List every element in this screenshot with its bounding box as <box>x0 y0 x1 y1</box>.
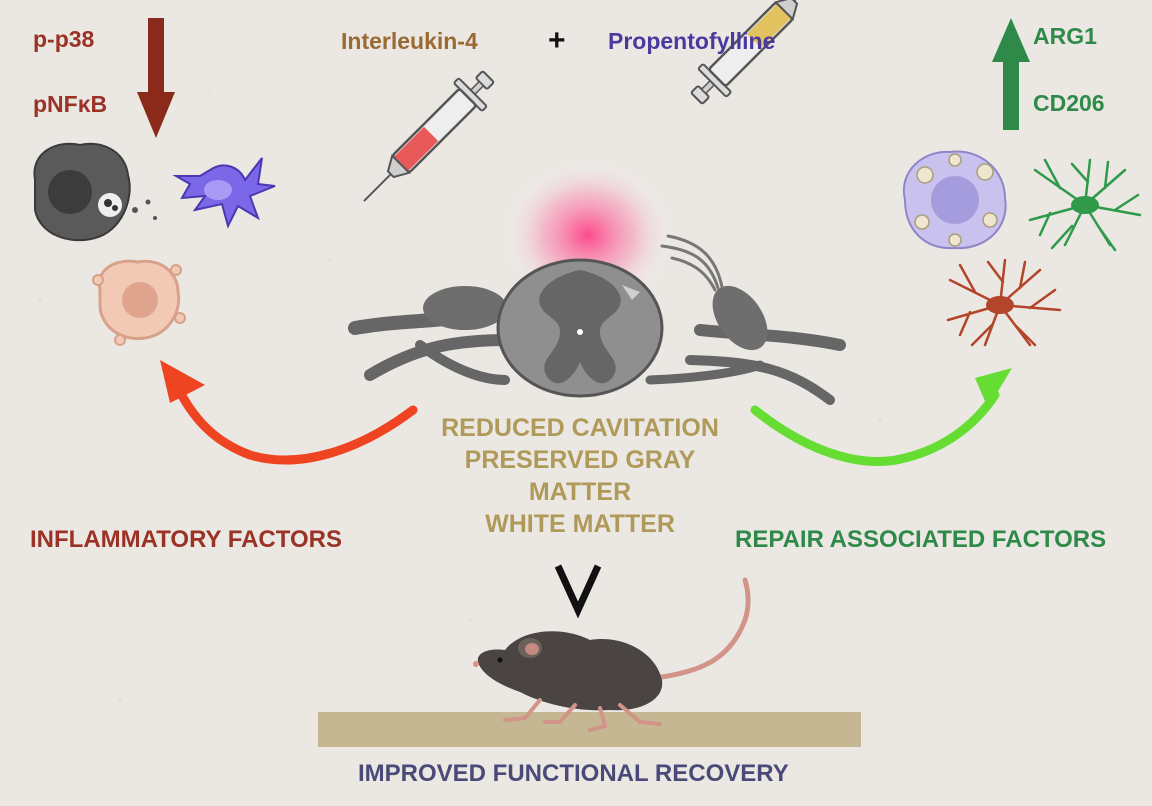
frayed-nerve-icon <box>660 234 724 292</box>
ganglion-left <box>423 286 507 330</box>
outcome-line: REDUCED CAVITATION <box>441 414 719 442</box>
up-arrow-icon <box>992 18 1030 130</box>
marker-arg1: ARG1 <box>1033 23 1097 49</box>
brown-astrocyte-icon <box>946 258 1062 347</box>
outcome-text-block: REDUCED CAVITATION PRESERVED GRAY MATTER… <box>420 412 740 540</box>
mouse-icon <box>473 577 751 732</box>
syringe-left-icon <box>363 70 495 202</box>
ganglion-right <box>712 285 768 351</box>
chevron-down-icon <box>554 564 602 619</box>
background-texture <box>38 89 1061 762</box>
outcome-line: WHITE MATTER <box>485 510 675 538</box>
inflammatory-curved-arrow <box>160 360 418 465</box>
marker-p-p38: p-p38 <box>33 26 95 52</box>
inflammatory-factors-label: INFLAMMATORY FACTORS <box>30 526 342 553</box>
result-label: IMPROVED FUNCTIONAL RECOVERY <box>358 760 789 787</box>
down-arrow-icon <box>137 18 175 138</box>
m2-macrophage-icon <box>902 150 1007 250</box>
macrophage-icon <box>33 142 157 242</box>
syringe-right-icon <box>690 0 822 105</box>
repair-factors-label: REPAIR ASSOCIATED FACTORS <box>735 526 1107 553</box>
drug-b-label: Propentofylline <box>608 28 776 54</box>
marker-cd206: CD206 <box>1033 90 1105 116</box>
reactive-astrocyte-icon <box>92 259 186 346</box>
spinal-cord-icon <box>496 258 664 398</box>
marker-pnfkb: pNFκB <box>33 91 108 117</box>
nerve-roots <box>348 308 846 405</box>
green-astrocyte-icon <box>1028 158 1142 252</box>
repair-curved-arrow <box>750 368 1012 466</box>
plus-sign: + <box>548 24 566 57</box>
drug-a-label: Interleukin-4 <box>341 28 478 54</box>
outcome-line: MATTER <box>528 478 632 506</box>
outcome-line: PRESERVED GRAY <box>464 446 696 474</box>
microglia-icon <box>172 157 276 229</box>
